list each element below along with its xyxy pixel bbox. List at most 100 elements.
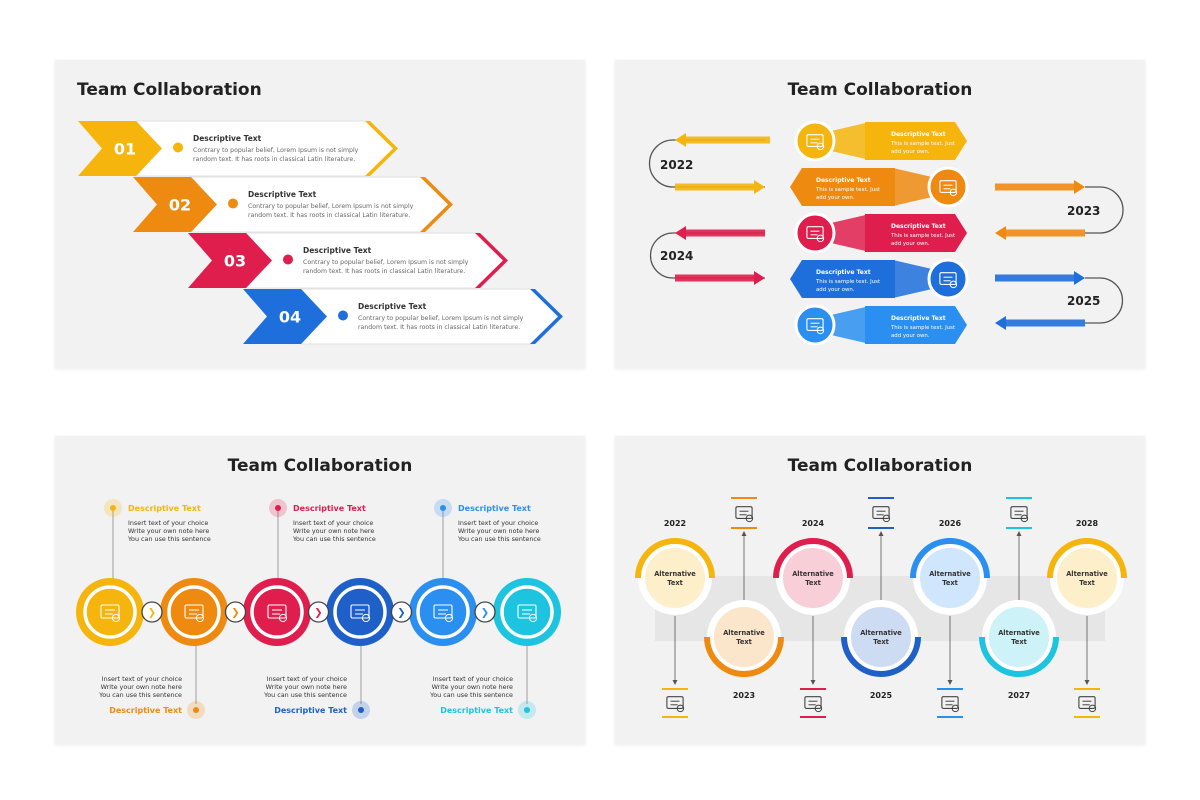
flow-arrow-head [995, 226, 1006, 240]
milestone-disc [919, 547, 981, 609]
info-tag [865, 122, 967, 160]
document-gear-icon [806, 318, 825, 335]
milestone-text: Alternative [860, 629, 902, 637]
chain-connector: ❯ [141, 601, 163, 623]
chevron-right-icon: ❯ [314, 608, 322, 619]
flow-arrow-shaft [1005, 229, 1085, 237]
note-text: Write your own note here [293, 527, 374, 535]
milestone-disc-edge [849, 605, 913, 669]
chain-connector: ❯ [307, 601, 330, 623]
connector-ring [141, 601, 163, 623]
connector-arrow [672, 680, 678, 685]
milestone-disc-edge [987, 605, 1051, 669]
note-text: Insert text of your choice [128, 519, 208, 527]
milestone-text: Alternative [929, 570, 971, 578]
brain-globe-icon [1010, 506, 1029, 523]
step-text: Contrary to popular belief, Lorem Ipsum … [193, 147, 359, 154]
tag-heading: Descriptive Text [891, 131, 946, 138]
step-text: Contrary to popular belief, Lorem Ipsum … [248, 203, 414, 210]
milestone-text: Text [873, 638, 889, 646]
people-network-icon [735, 506, 754, 523]
ribbon [831, 122, 870, 160]
flow-arrow-shaft [995, 274, 1075, 282]
milestone-year: 2027 [1008, 691, 1030, 700]
milestone-arc [704, 636, 784, 677]
milestone-year: 2026 [939, 519, 962, 528]
brain-gear-icon [433, 604, 454, 623]
note-heading: Descriptive Text [109, 706, 182, 715]
milestone-text: Text [1079, 579, 1095, 587]
milestone-text: Text [942, 579, 958, 587]
flow-arrow-shaft [685, 136, 770, 144]
flow-arrow-shaft [1005, 319, 1085, 327]
icon-circle [794, 304, 836, 346]
connector-ring [307, 601, 330, 623]
flow-arrow-shaft [995, 183, 1075, 191]
step-chevron [188, 233, 272, 288]
flow-arrow-shaft [685, 229, 765, 237]
milestone-disc-edge [918, 546, 982, 610]
report-chart-icon [939, 180, 958, 197]
chevron-right-icon: ❯ [397, 608, 405, 619]
icon-circle [927, 258, 969, 300]
chevron-right-icon: ❯ [481, 608, 489, 619]
note-text: You can use this sentence [457, 535, 541, 543]
milestone-ring-base [913, 541, 987, 615]
chain-connector: ❯ [224, 601, 247, 623]
milestone-text: Alternative [723, 629, 765, 637]
milestone-text: Text [1011, 638, 1027, 646]
step-text: random text. It has roots in classical L… [248, 212, 410, 219]
milestone-text: Alternative [1066, 570, 1108, 578]
team-meeting-icon [1078, 696, 1097, 713]
note-text: You can use this sentence [263, 691, 347, 699]
milestone-arc [979, 636, 1059, 677]
milestone-ring-base [707, 600, 781, 674]
note-text: Write your own note here [128, 527, 209, 535]
connector-arrow [1016, 531, 1022, 536]
note-heading: Descriptive Text [274, 706, 347, 715]
tag-text: This is sample text. Just [890, 325, 955, 331]
note-dot [358, 707, 364, 713]
flow-arrow-head [675, 226, 686, 240]
note-text: Write your own note here [458, 527, 539, 535]
connector-arrow [947, 680, 953, 685]
growth-chart-icon [806, 226, 825, 243]
milestone-text: Alternative [998, 629, 1040, 637]
server-user-icon [872, 506, 891, 523]
milestone-disc [1056, 547, 1118, 609]
milestone-text: Text [667, 579, 683, 587]
tag-text: add your own. [891, 241, 930, 247]
tag-heading: Descriptive Text [891, 223, 946, 230]
tag-heading: Descriptive Text [891, 315, 946, 322]
milestone-ring-base [1050, 541, 1124, 615]
chevron-right-icon: ❯ [148, 608, 156, 619]
connector-ring [390, 601, 413, 623]
bullet-dot [173, 142, 183, 153]
milestone-arc [910, 538, 990, 579]
note-text: You can use this sentence [429, 691, 513, 699]
step-number: 03 [224, 252, 246, 271]
step-number: 01 [114, 140, 136, 159]
bullet-dot [283, 254, 293, 265]
slide-arrow-timeline: Team Collaboration 2022 2023 2024 2025 D… [615, 60, 1145, 368]
step-chevron [243, 289, 327, 344]
milestone-year: 2023 [733, 691, 755, 700]
chain-circle [409, 578, 477, 646]
milestone-disc-edge [712, 605, 776, 669]
milestone-arc [841, 636, 921, 677]
year-label: 2025 [1067, 294, 1100, 308]
connector-arrow [810, 680, 816, 685]
inner-ring [167, 585, 221, 639]
step-heading: Descriptive Text [248, 190, 317, 199]
magnifier-network-icon [939, 272, 958, 289]
step-number: 02 [169, 196, 191, 215]
step-text: random text. It has roots in classical L… [193, 156, 355, 163]
